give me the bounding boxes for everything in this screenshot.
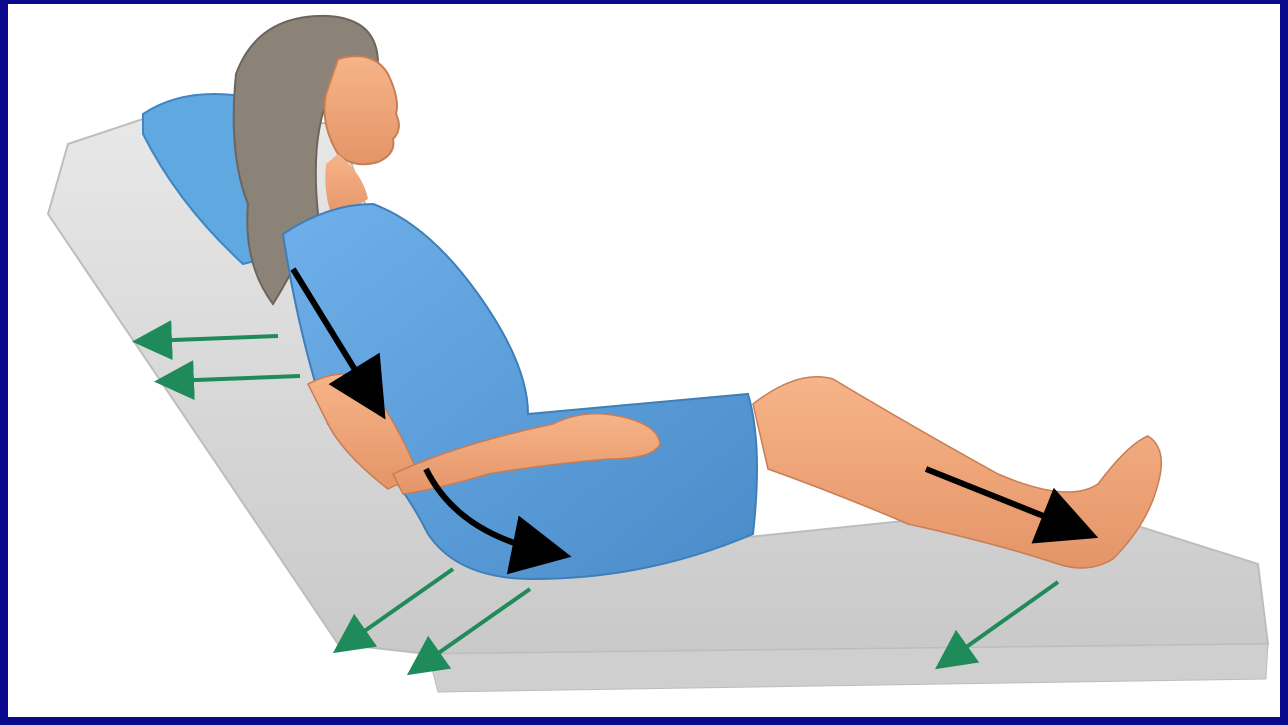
illustration-frame (8, 4, 1280, 717)
patient-in-bed-illustration (8, 4, 1280, 717)
face (325, 56, 399, 164)
